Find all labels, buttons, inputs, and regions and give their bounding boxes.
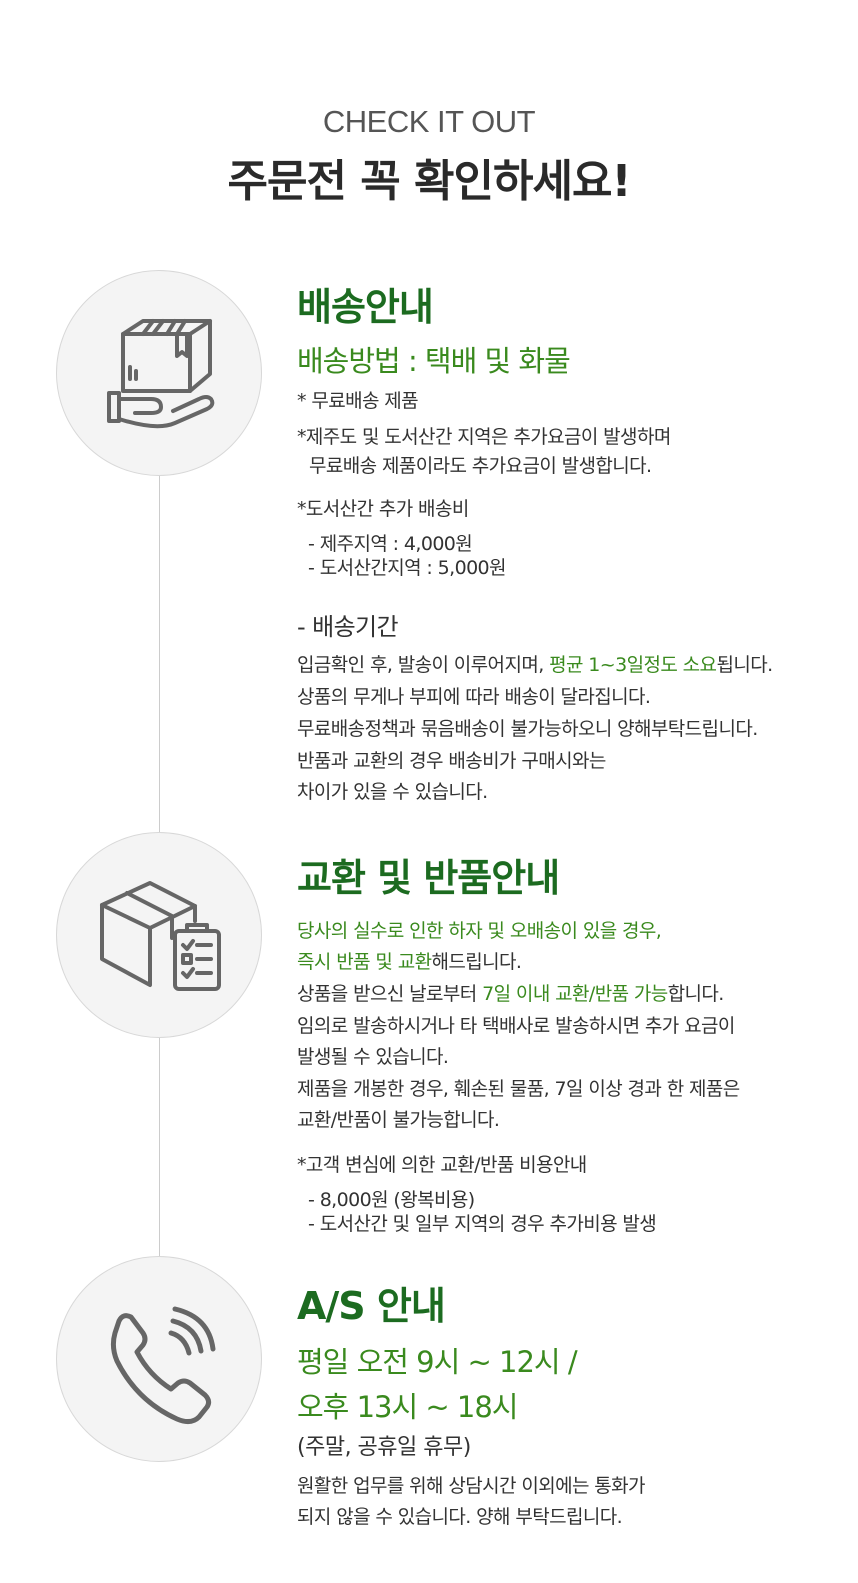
as-icon-circle [56,1256,262,1462]
extra-fee-jeju: - 제주지역 : 4,000원 [308,533,473,555]
delivery-period-line-4: 반품과 교환의 경우 배송비가 구매시와는 [297,750,606,772]
box-checklist-icon [100,881,221,991]
free-shipping-note: * 무료배송 제품 [297,390,419,412]
as-holiday-note: (주말, 공휴일 휴무) [297,1435,471,1460]
timeline-line-2 [159,1038,160,1256]
exchange-fee-2: - 도서산간 및 일부 지역의 경우 추가비용 발생 [308,1213,657,1235]
extra-fee-island: - 도서산간지역 : 5,000원 [308,557,507,579]
exchange-line-5: 발생될 수 있습니다. [297,1046,449,1068]
delivery-period-line-2: 상품의 무게나 부피에 따라 배송이 달라집니다. [297,686,651,708]
exchange-line-6: 제품을 개봉한 경우, 훼손된 물품, 7일 이상 경과 한 제품은 [297,1078,740,1100]
timeline-line-1 [159,476,160,832]
delivery-period-line-5: 차이가 있을 수 있습니다. [297,781,488,803]
exchange-fee-title: *고객 변심에 의한 교환/반품 비용안내 [297,1154,587,1176]
package-hand-icon [107,319,215,429]
as-hours-line-1: 평일 오전 9시 ~ 12시 / [297,1345,578,1379]
jeju-note-line-2: 무료배송 제품이라도 추가요금이 발생합니다. [309,455,652,477]
exchange-line-2: 즉시 반품 및 교환해드립니다. [297,951,522,973]
as-title: A/S 안내 [297,1284,446,1328]
extra-fee-title: *도서산간 추가 배송비 [297,498,469,520]
shipping-icon-circle [56,270,262,476]
exchange-fee-1: - 8,000원 (왕복비용) [308,1189,475,1211]
as-note-line-1: 원활한 업무를 위해 상담시간 이외에는 통화가 [297,1475,646,1497]
jeju-note-line-1: *제주도 및 도서산간 지역은 추가요금이 발생하며 [297,426,671,448]
page-title: 주문전 꼭 확인하세요! [227,156,631,207]
exchange-line-7: 교환/반품이 불가능합니다. [297,1109,500,1131]
exchange-line-4: 임의로 발송하시거나 타 택배사로 발송하시면 추가 요금이 [297,1015,735,1037]
as-note-line-2: 되지 않을 수 있습니다. 양해 부탁드립니다. [297,1506,623,1528]
header-subtitle: CHECK IT OUT [322,104,536,139]
delivery-period-line-3: 무료배송정책과 묶음배송이 불가능하오니 양해부탁드립니다. [297,718,758,740]
exchange-line-1: 당사의 실수로 인한 하자 및 오배송이 있을 경우, [297,920,662,942]
exchange-title: 교환 및 반품안내 [297,856,560,900]
delivery-period-line-1: 입금확인 후, 발송이 이루어지며, 평균 1~3일정도 소요됩니다. [297,654,773,676]
as-hours-line-2: 오후 13시 ~ 18시 [297,1390,518,1424]
exchange-line-3: 상품을 받으신 날로부터 7일 이내 교환/반품 가능합니다. [297,983,724,1005]
exchange-icon-circle [56,832,262,1038]
delivery-period-title: - 배송기간 [297,613,399,641]
phone-icon [110,1306,216,1425]
shipping-title: 배송안내 [297,285,434,329]
shipping-method: 배송방법 : 택배 및 화물 [297,344,571,378]
